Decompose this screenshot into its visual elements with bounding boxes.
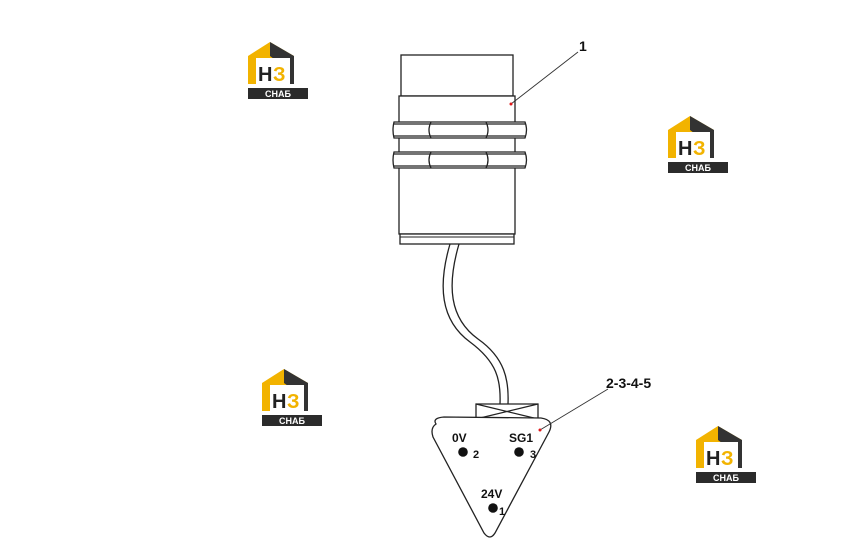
connector-plug	[431, 403, 552, 538]
callout-1-label: 1	[579, 38, 587, 54]
pin-2-dot	[458, 447, 468, 457]
watermark-caption: СНАБ	[265, 89, 291, 99]
callout-1: 1	[509, 38, 587, 106]
callout-2-5-label: 2-3-4-5	[606, 375, 651, 391]
watermark-logo-2: СНАБ	[668, 116, 728, 173]
callout-2-5-anchor	[538, 428, 542, 432]
lock-nut-lower	[392, 151, 528, 169]
pin-power-label: 24V	[481, 487, 502, 501]
connector-face	[431, 416, 552, 538]
watermark-caption: СНАБ	[713, 473, 739, 483]
watermark-logo-1: СНАБ	[248, 42, 308, 99]
sensor-cable	[442, 243, 509, 405]
sensor-base-band	[399, 233, 515, 245]
proximity-sensor	[392, 54, 528, 245]
watermark-logo-3: СНАБ	[262, 369, 322, 426]
connector-pins	[458, 447, 524, 513]
pin-gnd-number: 2	[473, 449, 479, 461]
pin-gnd-label: 0V	[452, 431, 467, 445]
pin-3-dot	[514, 447, 524, 457]
pin-signal-number: 3	[530, 449, 536, 461]
pin-power-number: 1	[499, 506, 505, 518]
callout-1-anchor	[509, 102, 513, 106]
watermark-caption: СНАБ	[279, 416, 305, 426]
watermark-caption: СНАБ	[685, 163, 711, 173]
watermark-logo-4: СНАБ	[696, 426, 756, 483]
callout-2-5: 2-3-4-5	[538, 375, 651, 432]
pin-signal-label: SG1	[509, 431, 533, 445]
sensor-cap	[400, 54, 514, 97]
lock-nut-upper	[392, 121, 528, 139]
pin-1-dot	[488, 503, 498, 513]
